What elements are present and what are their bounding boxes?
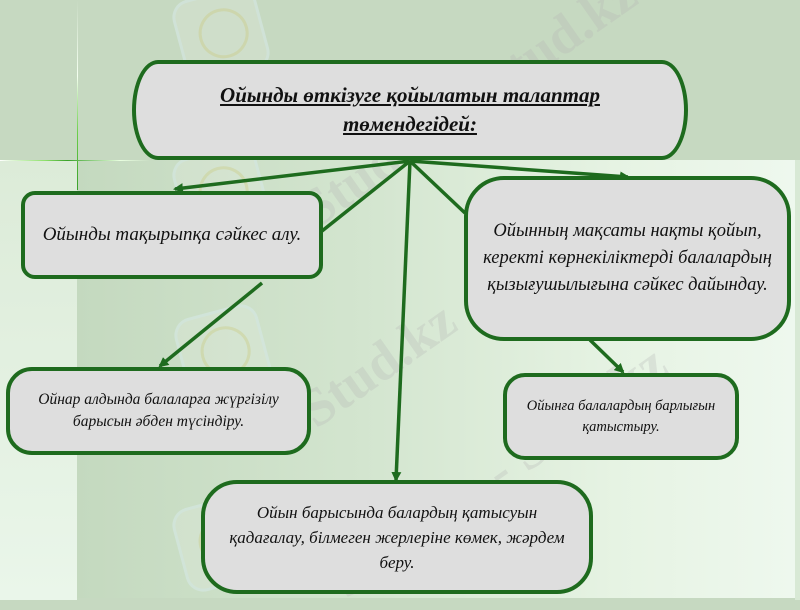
node-explain-text: Ойнар алдында балаларға жүргізілу барысы… bbox=[38, 391, 279, 430]
node-goal: Ойынның мақсаты нақты қойып, керекті көр… bbox=[464, 176, 791, 341]
decorative-vertical-line bbox=[77, 0, 78, 190]
node-explain: Ойнар алдында балаларға жүргізілу барысы… bbox=[6, 367, 311, 455]
arrow-to-monitor bbox=[391, 160, 412, 482]
node-involve-text: Ойынға балалардың барлығын қатыстыру. bbox=[526, 397, 716, 435]
node-goal-text: Ойынның мақсаты нақты қойып, керекті көр… bbox=[483, 221, 772, 295]
node-topic-text: Ойынды тақырыпқа сәйкес алу. bbox=[42, 224, 302, 245]
diagram-title: Ойынды өткізуге қойылатын талаптар төмен… bbox=[220, 83, 600, 136]
background-right-strip bbox=[795, 160, 800, 600]
node-monitor: Ойын барысында балардың қатысуын қадағал… bbox=[201, 480, 593, 594]
arrow-to-involve-segment-1 bbox=[408, 159, 467, 215]
node-monitor-text: Ойын барысында балардың қатысуын қадағал… bbox=[229, 502, 565, 572]
arrow-to-topic bbox=[173, 159, 411, 194]
node-topic: Ойынды тақырыпқа сәйкес алу. bbox=[21, 191, 323, 279]
arrow-to-explain-segment-2 bbox=[158, 281, 264, 368]
arrow-to-explain-segment-1 bbox=[320, 159, 412, 233]
node-involve: Ойынға балалардың барлығын қатыстыру. bbox=[503, 373, 739, 460]
decorative-horizontal-line bbox=[0, 160, 150, 161]
arrow-to-involve-segment-2 bbox=[588, 338, 625, 374]
arrow-to-goal bbox=[409, 159, 630, 182]
diagram-title-box: Ойынды өткізуге қойылатын талаптар төмен… bbox=[132, 60, 688, 160]
